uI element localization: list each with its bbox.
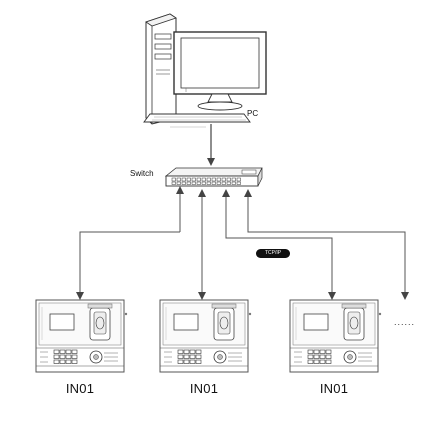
switch-port (236, 177, 241, 182)
switch-port (231, 177, 236, 182)
protocol-badge: TCP/IP (256, 249, 290, 258)
pc-label: PC (247, 109, 259, 118)
switch-port (176, 177, 181, 182)
switch-port (206, 177, 211, 182)
terminal-device-icon (289, 299, 382, 373)
switch-label: Switch (130, 169, 154, 178)
switch-port (196, 181, 201, 185)
switch-port (181, 181, 186, 185)
switch-port (181, 177, 186, 182)
switch-port (216, 181, 221, 185)
switch-port (171, 177, 176, 182)
switch-port (211, 181, 216, 185)
terminal-device-icon (35, 299, 128, 373)
network-links (76, 186, 409, 300)
switch-port (221, 177, 226, 182)
switch-port (176, 181, 181, 185)
device-label: IN01 (65, 381, 95, 396)
switch-port (226, 181, 231, 185)
switch-port (186, 177, 191, 182)
more-devices-indicator: ...... (394, 317, 416, 327)
network-switch-icon (164, 167, 263, 187)
switch-port (171, 181, 176, 185)
switch-port (201, 181, 206, 185)
switch-port (221, 181, 226, 185)
device-label: IN01 (319, 381, 349, 396)
switch-port (191, 177, 196, 182)
switch-port (216, 177, 221, 182)
switch-port (201, 177, 206, 182)
switch-port (211, 177, 216, 182)
switch-port (186, 181, 191, 185)
switch-port (191, 181, 196, 185)
switch-port (206, 181, 211, 185)
device-label: IN01 (189, 381, 219, 396)
terminal-device-icon (159, 299, 252, 373)
switch-port (196, 177, 201, 182)
switch-port (236, 181, 241, 185)
computer-icon (143, 13, 267, 128)
switch-port (231, 181, 236, 185)
switch-port (226, 177, 231, 182)
